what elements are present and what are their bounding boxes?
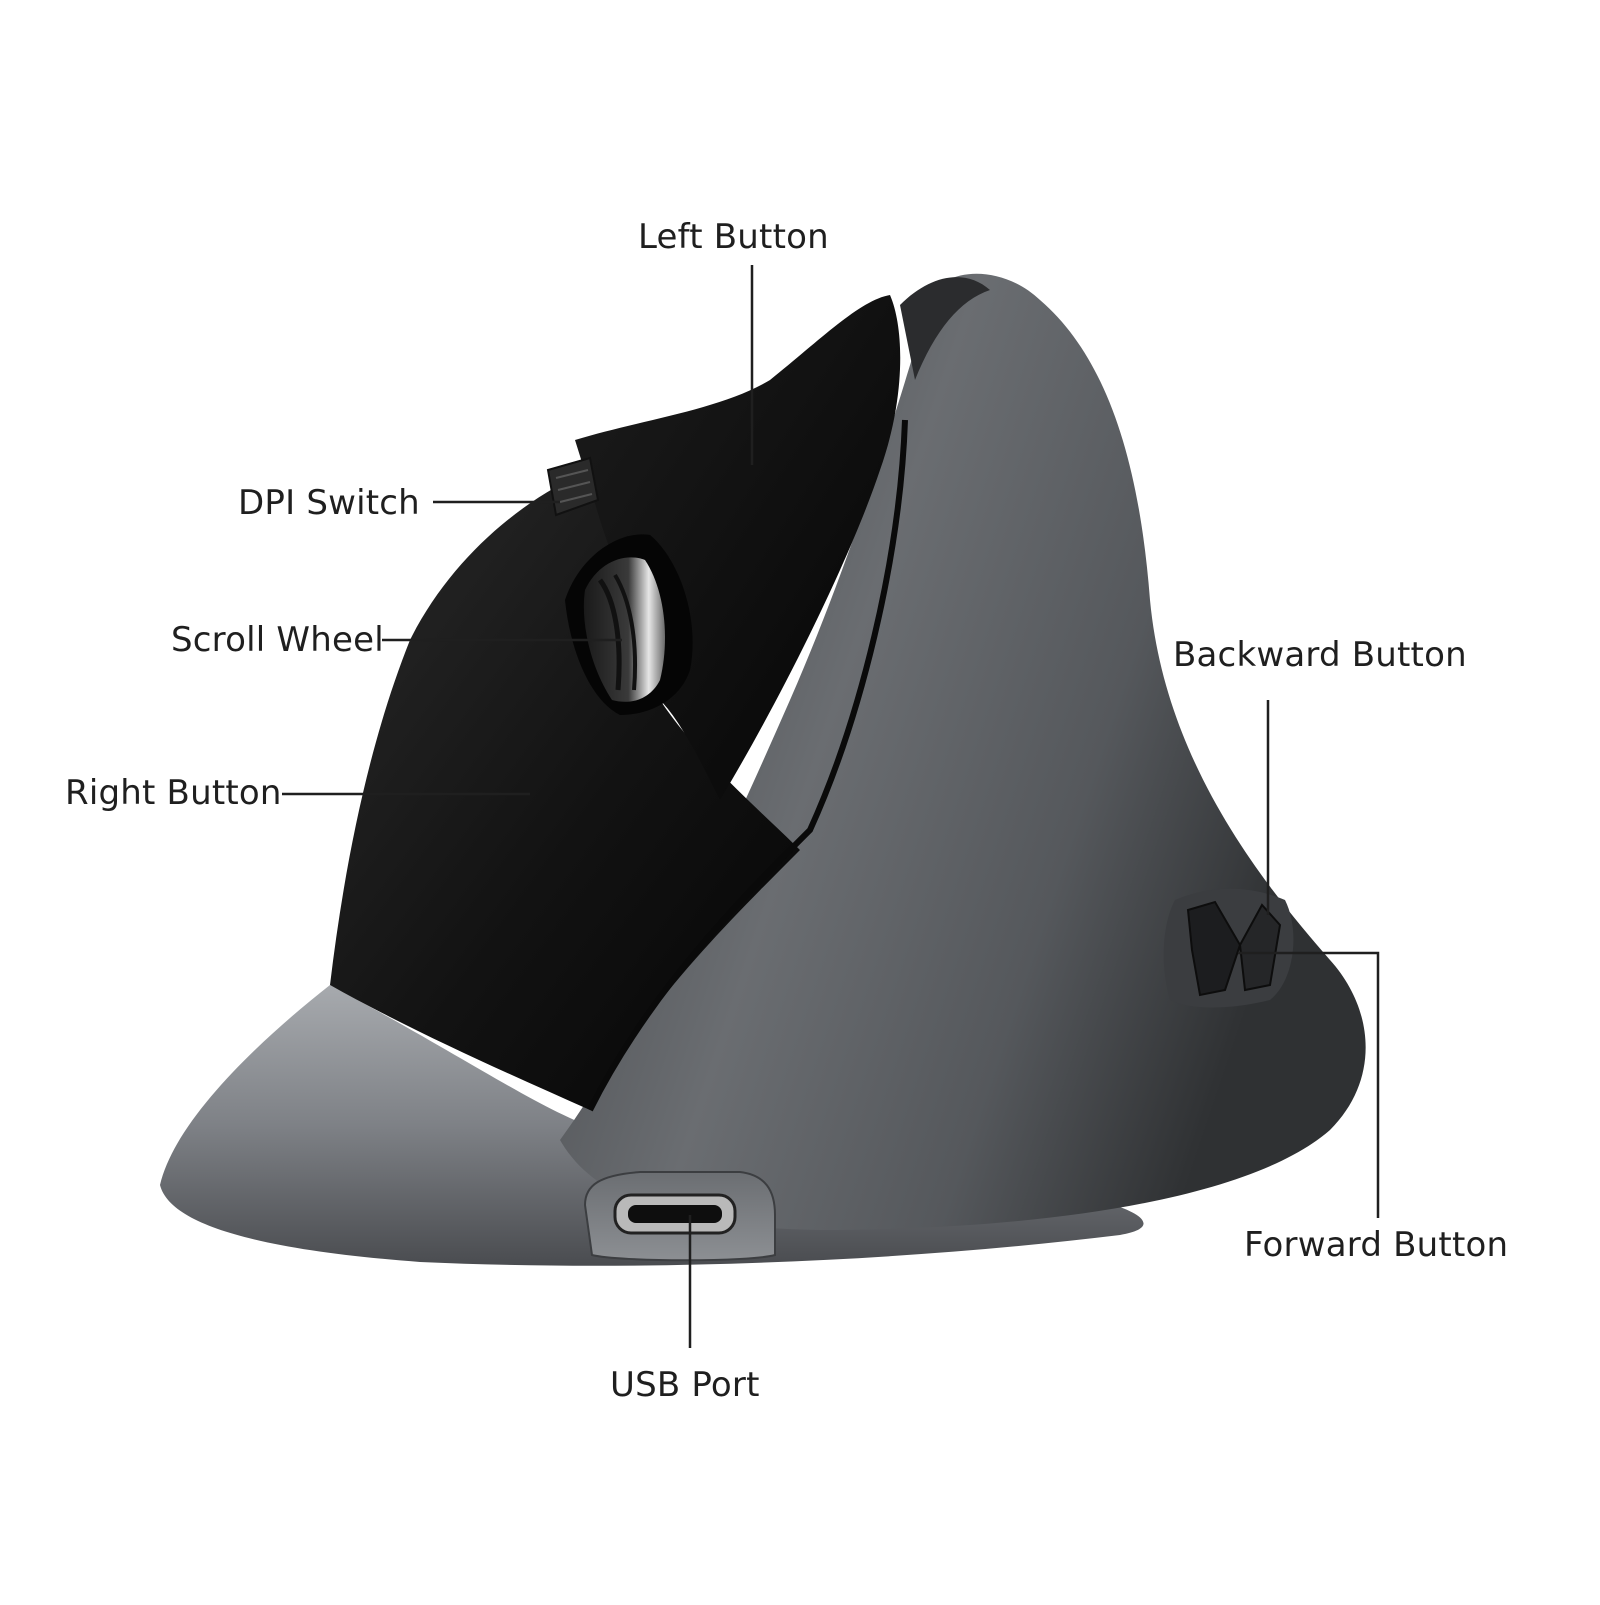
label-backward-button: Backward Button [1173,635,1467,675]
side-buttons-icon [1163,888,1294,1008]
label-usb-port: USB Port [610,1365,760,1405]
label-scroll-wheel: Scroll Wheel [171,620,384,660]
label-left-button: Left Button [638,217,829,257]
label-right-button: Right Button [65,773,282,813]
shell-top-groove [900,277,990,380]
usb-port-icon [583,1171,776,1262]
scroll-wheel-icon [565,534,693,715]
mouse-shell [560,273,1366,1230]
label-dpi-switch: DPI Switch [238,483,420,523]
leader-forward-button [1238,951,1380,1218]
dpi-switch-icon [546,456,600,517]
right-button-surface [330,470,800,1110]
leader-lines [282,265,1380,1348]
label-forward-button: Forward Button [1244,1225,1509,1265]
button-shell-seam [587,419,908,1112]
